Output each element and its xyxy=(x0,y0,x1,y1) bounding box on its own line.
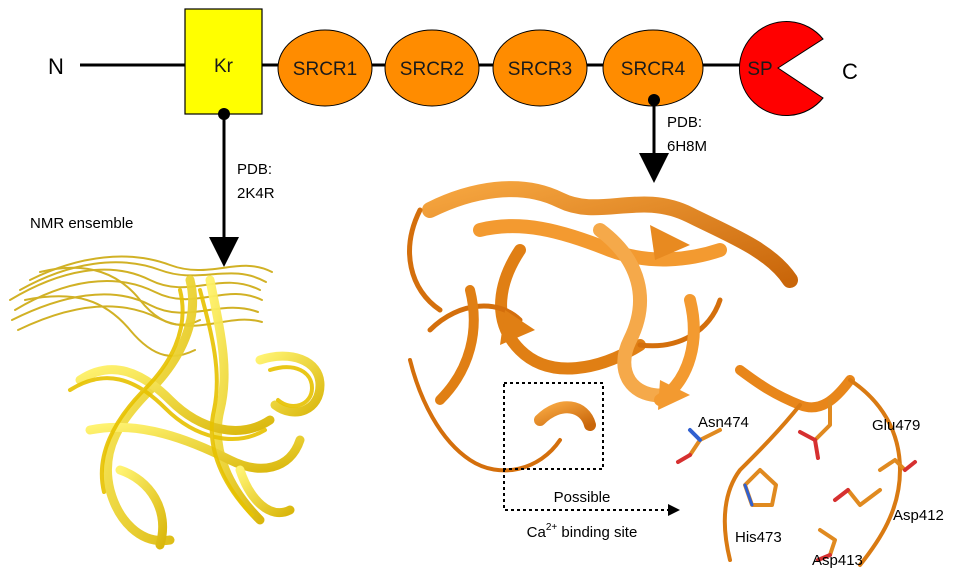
kringle-label: Kr xyxy=(214,56,234,77)
binding-site-box xyxy=(503,382,604,470)
binding-site-text: binding site xyxy=(557,524,637,541)
calcium-charge: 2+ xyxy=(546,522,558,533)
srcr-domain-group: SRCR1 SRCR2 SRCR3 SRCR4 xyxy=(277,29,704,107)
binding-site-line1: Possible xyxy=(554,489,611,506)
kringle-pdb-label: PDB: xyxy=(237,161,272,178)
residue-his473: His473 xyxy=(735,529,782,546)
residue-asp412: Asp412 xyxy=(893,507,944,524)
calcium-symbol: Ca xyxy=(527,524,547,541)
zoom-arrow xyxy=(503,469,668,511)
srcr2-ellipse xyxy=(384,29,480,107)
srcr2-label: SRCR2 xyxy=(400,59,464,80)
c-terminus-label: C xyxy=(842,59,858,84)
srcr3-label: SRCR3 xyxy=(508,59,572,80)
srcr4-pdb-label: PDB: xyxy=(667,114,702,131)
serine-protease-shape xyxy=(738,21,824,116)
srcr1-label: SRCR1 xyxy=(293,59,357,80)
srcr4-ribbon-structure xyxy=(407,181,798,473)
srcr4-label: SRCR4 xyxy=(621,59,686,80)
nmr-ensemble-structure xyxy=(9,255,325,550)
binding-site-line2: Ca2+ binding site xyxy=(527,522,638,541)
srcr3-ellipse xyxy=(492,29,588,107)
residue-glu479: Glu479 xyxy=(872,417,920,434)
srcr1-ellipse xyxy=(277,29,373,107)
n-terminus-label: N xyxy=(48,54,64,79)
srcr4-pdb-id: 6H8M xyxy=(667,138,707,155)
zoom-arrowhead xyxy=(668,504,680,516)
nmr-ensemble-label: NMR ensemble xyxy=(30,215,133,232)
residue-asp413: Asp413 xyxy=(812,552,863,569)
residue-asn474: Asn474 xyxy=(698,414,749,431)
binding-site-detail xyxy=(676,365,917,567)
protease-label: SP xyxy=(747,59,772,80)
kringle-pdb-id: 2K4R xyxy=(237,185,275,202)
